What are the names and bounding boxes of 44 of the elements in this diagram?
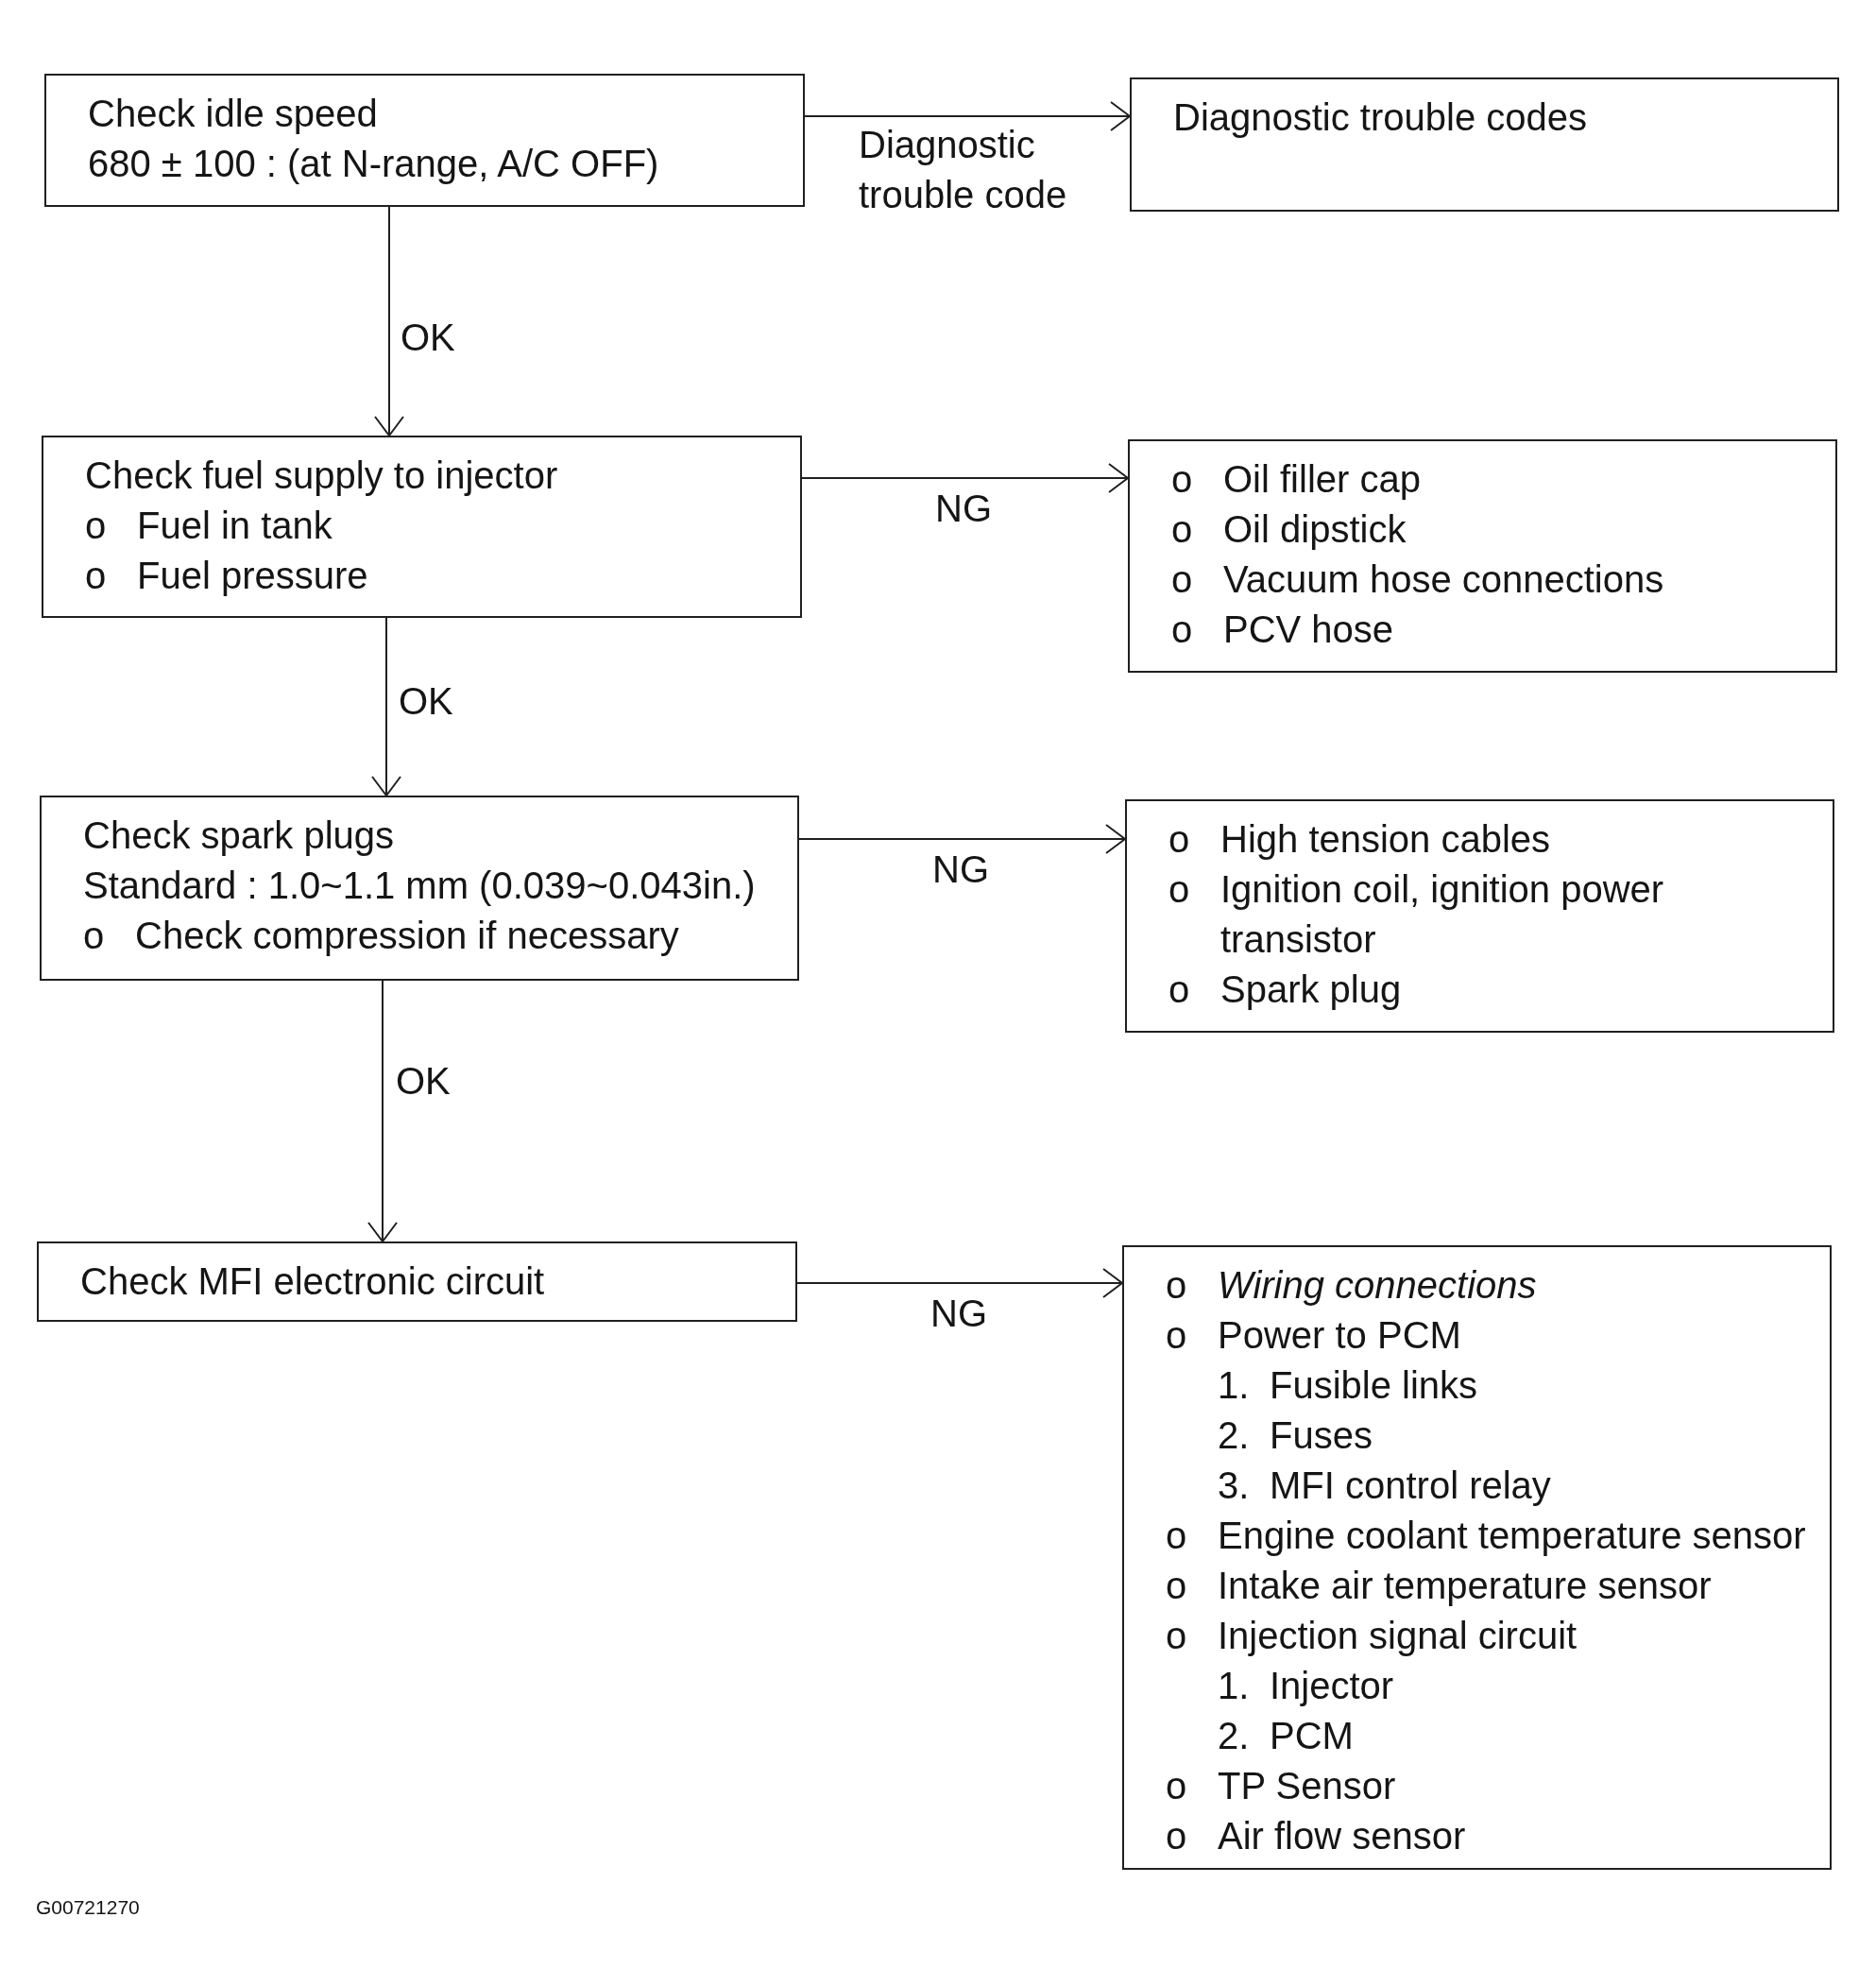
bullet-item: o Vacuum hose connections xyxy=(1171,557,1665,602)
arrow xyxy=(367,980,398,1242)
numbered-item: 1. Injector xyxy=(1218,1664,1395,1708)
spec-text: 680 ± 100 : (at N-range, A/C OFF) xyxy=(88,142,660,186)
numbered-item: 2. PCM xyxy=(1218,1714,1355,1758)
arrow xyxy=(804,101,1131,131)
bullet-item: o Engine coolant temperature sensor xyxy=(1166,1514,1807,1558)
bullet-item: o Spark plug xyxy=(1168,967,1403,1012)
process-box xyxy=(42,436,802,618)
box-heading: Check MFI electronic circuit xyxy=(80,1259,546,1304)
bullet-item: o Injection signal circuit xyxy=(1166,1614,1578,1658)
arrow xyxy=(798,824,1126,854)
bullet-item: o TP Sensor xyxy=(1166,1764,1397,1808)
arrow xyxy=(796,1268,1123,1298)
bullet-item: o PCV hose xyxy=(1171,608,1395,652)
bullet-item: o Fuel in tank xyxy=(85,504,333,548)
arrow xyxy=(374,206,404,437)
bullet-item: o Intake air temperature sensor xyxy=(1166,1564,1713,1608)
check-list-box xyxy=(1122,1245,1832,1870)
check-list-box xyxy=(1125,799,1834,1033)
process-box xyxy=(40,796,799,981)
process-box xyxy=(37,1241,797,1322)
numbered-item: 2. Fuses xyxy=(1218,1413,1373,1458)
box-heading: Check fuel supply to injector xyxy=(85,454,559,498)
numbered-item: 1. Fusible links xyxy=(1218,1363,1479,1408)
box-heading: Check idle speed xyxy=(88,92,379,136)
bullet-item: o Oil dipstick xyxy=(1171,507,1407,552)
arrow xyxy=(371,617,401,796)
bullet-item: o Wiring connections xyxy=(1166,1263,1538,1308)
spec-text: Standard : 1.0~1.1 mm (0.039~0.043in.) xyxy=(83,864,757,908)
box-heading: Diagnostic trouble codes xyxy=(1173,95,1589,140)
figure-id: G00721270 xyxy=(36,1895,140,1920)
bullet-item: o Air flow sensor xyxy=(1166,1814,1467,1858)
bullet-item: o Oil filler cap xyxy=(1171,457,1422,502)
arrow xyxy=(801,463,1129,493)
bullet-item: o Fuel pressure xyxy=(85,554,369,598)
numbered-item: 3. MFI control relay xyxy=(1218,1464,1552,1508)
result-box xyxy=(1130,77,1839,212)
box-heading: Check spark plugs xyxy=(83,813,396,858)
process-box xyxy=(44,74,805,207)
bullet-item: o Power to PCM xyxy=(1166,1313,1462,1358)
bullet-item: o Check compression if necessary xyxy=(83,914,680,958)
bullet-item: o High tension cables xyxy=(1168,817,1552,862)
check-list-box xyxy=(1128,439,1837,673)
